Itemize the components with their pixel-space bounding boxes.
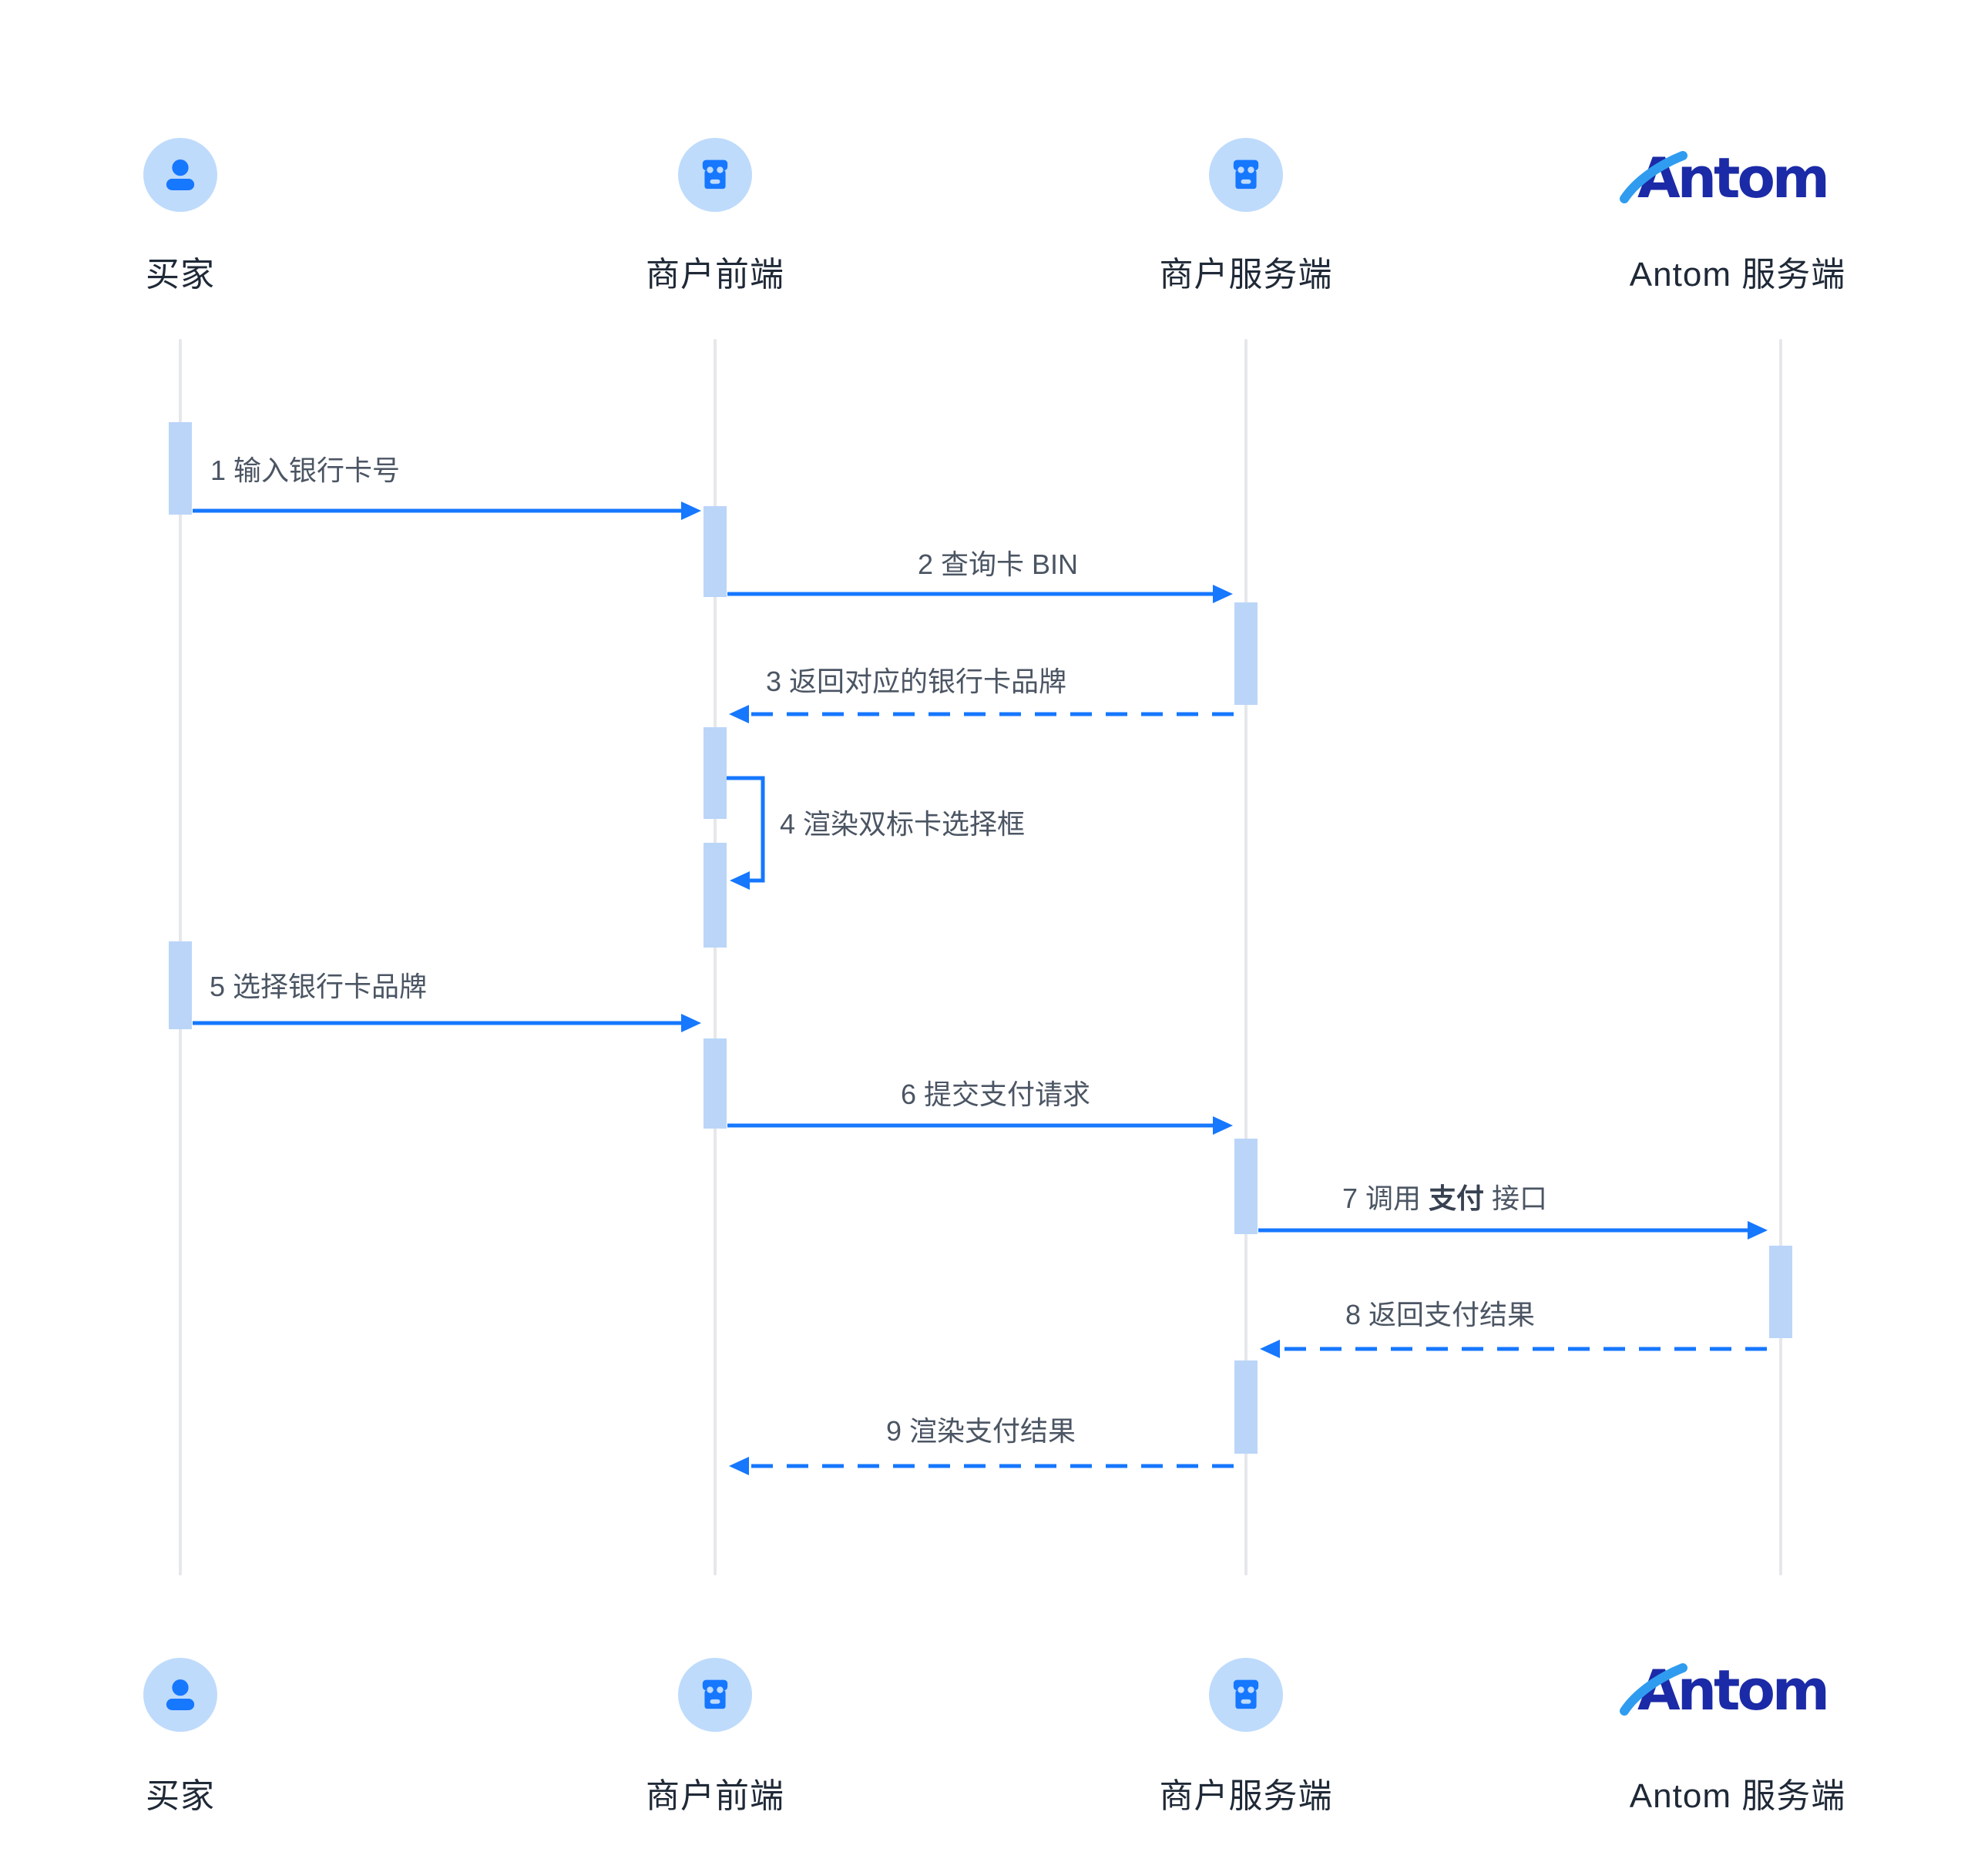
activation-server-3	[1234, 1360, 1258, 1454]
message-9-arrow	[729, 1457, 1234, 1475]
actor-label-merchant-frontend-bottom: 商户前端	[646, 1777, 784, 1815]
actor-label-merchant-server-bottom: 商户服务端	[1159, 1777, 1333, 1815]
lifeline-antom-server	[1779, 339, 1782, 1575]
message-5-label: 5 选择银行卡品牌	[210, 971, 428, 1002]
activation-buyer-1	[169, 422, 192, 515]
storefront-icon	[702, 1679, 728, 1709]
actor-label-antom-server-bottom: Antom 服务端	[1629, 1777, 1846, 1815]
buyer-avatar	[143, 138, 217, 212]
merchant-frontend-avatar-bottom	[678, 1658, 752, 1732]
message-3-arrow	[729, 705, 1234, 723]
activation-buyer-2	[169, 941, 192, 1029]
merchant-server-avatar-bottom	[1209, 1658, 1283, 1732]
storefront-icon	[1233, 1679, 1259, 1709]
activation-frontend-4	[704, 1038, 727, 1129]
message-7-arrow	[1258, 1221, 1768, 1240]
message-2-label: 2 查询卡 BIN	[917, 549, 1079, 580]
storefront-icon	[1233, 159, 1259, 190]
message-2-arrow	[727, 585, 1233, 603]
buyer-avatar-bottom	[143, 1658, 217, 1732]
antom-logo: Antom	[1620, 146, 1830, 210]
svg-text:Antom: Antom	[1637, 1659, 1827, 1723]
actor-label-merchant-frontend-top: 商户前端	[646, 256, 784, 294]
message-8-label: 8 返回支付结果	[1345, 1299, 1536, 1330]
message-7-bold: 支付	[1429, 1183, 1485, 1214]
actor-label-buyer-top: 买家	[146, 256, 215, 294]
message-1-label: 1 输入银行卡号	[210, 455, 401, 486]
person-icon	[166, 159, 195, 190]
activation-frontend-2	[704, 727, 727, 819]
message-5-arrow	[193, 1014, 701, 1032]
merchant-frontend-avatar	[678, 138, 752, 212]
message-4-label: 4 渲染双标卡选择框	[780, 808, 1026, 840]
message-7-label: 7 调用 支付 接口	[1342, 1185, 1547, 1213]
activation-frontend-1	[704, 506, 727, 597]
message-9-label: 9 渲染支付结果	[886, 1415, 1076, 1447]
activation-frontend-3	[704, 843, 727, 948]
merchant-server-avatar	[1209, 138, 1283, 212]
antom-logo-bottom: Antom	[1620, 1659, 1830, 1723]
message-3-label: 3 返回对应的银行卡品牌	[766, 666, 1067, 697]
message-6-arrow	[727, 1116, 1233, 1135]
activation-server-1	[1234, 602, 1258, 705]
lifeline-merchant-frontend	[714, 339, 717, 1575]
message-7-suffix: 接口	[1484, 1183, 1548, 1214]
storefront-icon	[702, 159, 728, 190]
actor-label-buyer-bottom: 买家	[146, 1777, 215, 1815]
person-icon	[166, 1679, 195, 1710]
actor-label-merchant-server-top: 商户服务端	[1159, 256, 1333, 294]
actor-label-antom-server-top: Antom 服务端	[1629, 256, 1846, 294]
message-6-label: 6 提交支付请求	[900, 1079, 1091, 1110]
message-8-arrow	[1260, 1340, 1767, 1358]
activation-server-2	[1234, 1139, 1258, 1234]
message-1-arrow	[193, 502, 701, 520]
message-4-arrow	[727, 776, 765, 890]
activation-antom-1	[1769, 1246, 1792, 1338]
message-7-prefix: 7 调用	[1342, 1183, 1429, 1214]
lifeline-merchant-server	[1244, 339, 1248, 1575]
